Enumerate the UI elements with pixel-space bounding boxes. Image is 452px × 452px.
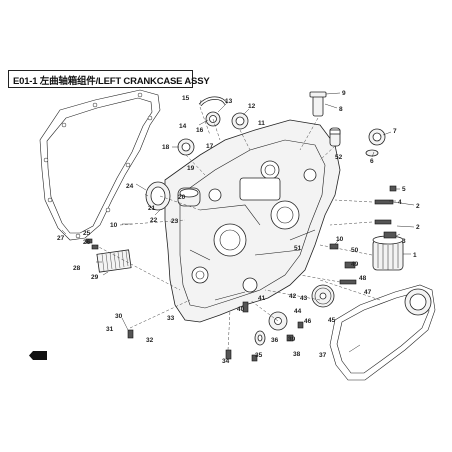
gear-45 [311, 284, 335, 308]
callout-8: 8 [339, 106, 343, 113]
left-gasket [39, 89, 161, 241]
front-arrow-icon [29, 351, 47, 360]
callout-48: 48 [359, 275, 367, 282]
callout-46: 46 [304, 318, 312, 325]
callout-26: 26 [83, 239, 91, 246]
callout-2b: 2 [416, 224, 420, 231]
callout-33: 33 [167, 315, 175, 322]
callout-43: 43 [300, 295, 308, 302]
washer-34 [254, 330, 266, 346]
leader-lines [61, 92, 415, 353]
callout-32: 32 [146, 337, 154, 344]
bearing-18 [177, 138, 195, 156]
sleeve-20 [177, 187, 201, 207]
callout-41: 41 [258, 295, 266, 302]
callout-12: 12 [248, 103, 256, 110]
callout-7: 7 [393, 128, 397, 135]
diagram-title: E01-1 左曲轴箱组件/LEFT CRANKCASE ASSY [13, 76, 210, 87]
callout-20: 20 [178, 194, 186, 201]
callout-38: 38 [293, 351, 301, 358]
sight-glass-52 [329, 127, 341, 147]
bottom-bolts [127, 301, 304, 362]
callout-16: 16 [196, 127, 204, 134]
callout-27: 27 [57, 235, 65, 242]
left-crankcase [164, 119, 341, 323]
callout-29: 29 [91, 274, 99, 281]
cap-7 [365, 128, 386, 157]
callout-14: 14 [179, 123, 187, 130]
right-cover [329, 284, 436, 381]
crankcase-rib [239, 177, 281, 201]
callout-52: 52 [335, 154, 343, 161]
callout-44: 44 [294, 308, 302, 315]
callout-49: 49 [351, 261, 359, 268]
callout-51: 51 [294, 245, 302, 252]
bolt-25-26 [85, 238, 99, 250]
callout-34: 34 [222, 358, 230, 365]
callout-40: 40 [237, 306, 245, 313]
callout-39: 39 [288, 336, 296, 343]
callout-31: 31 [106, 326, 114, 333]
callout-21: 21 [148, 205, 156, 212]
callout-3: 3 [402, 238, 406, 245]
callout-37: 37 [319, 352, 327, 359]
callout-28: 28 [73, 265, 81, 272]
callout-9: 9 [342, 90, 346, 97]
callout-17: 17 [206, 143, 214, 150]
crankcase-bores [191, 160, 317, 293]
callout-35: 35 [255, 352, 263, 359]
callout-50: 50 [351, 247, 359, 254]
callout-22: 22 [150, 217, 158, 224]
callout-19: 19 [187, 165, 195, 172]
callout-1: 1 [413, 252, 417, 259]
callout-13: 13 [225, 98, 233, 105]
callout-36: 36 [271, 337, 279, 344]
bearing-12 [231, 112, 249, 130]
callout-6: 6 [370, 158, 374, 165]
callout-18: 18 [162, 144, 170, 151]
callout-42: 42 [289, 293, 297, 300]
callout-2a: 2 [416, 203, 420, 210]
callout-11: 11 [258, 120, 265, 127]
callout-labels: 1 2 2 3 4 5 6 7 8 9 10 10 11 12 13 14 15… [57, 90, 420, 365]
oil-filter [372, 235, 404, 271]
gasket-bolt-holes [43, 92, 153, 239]
oil-strainer [96, 249, 132, 273]
callout-10a: 10 [110, 222, 118, 229]
seal-ring-21 [145, 181, 171, 211]
callout-47: 47 [364, 289, 372, 296]
callout-4: 4 [398, 199, 402, 206]
valve-8-9 [309, 91, 327, 117]
title-box: E01-1 左曲轴箱组件/LEFT CRANKCASE ASSY [8, 70, 210, 88]
callout-5: 5 [402, 186, 406, 193]
callout-23: 23 [171, 218, 179, 225]
bolts-right [374, 185, 397, 239]
callout-24: 24 [126, 183, 134, 190]
callout-30: 30 [115, 313, 123, 320]
callout-15: 15 [182, 95, 190, 102]
callout-45: 45 [328, 317, 336, 324]
callout-25: 25 [83, 230, 91, 237]
callout-10b: 10 [336, 236, 344, 243]
